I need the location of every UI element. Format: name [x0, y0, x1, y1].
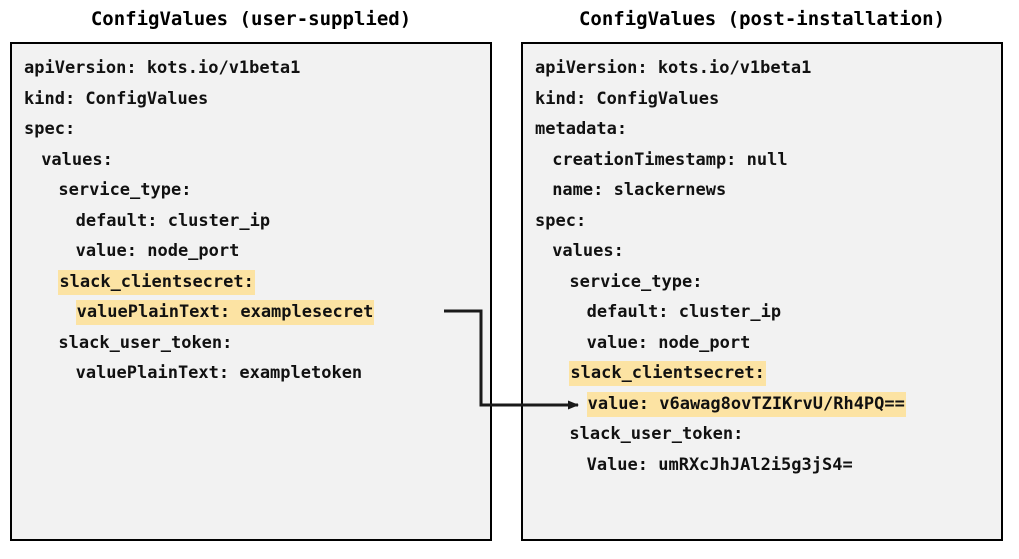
code-line: default: cluster_ip: [75, 210, 271, 231]
code-line: value: v6awag8ovTZIKrvU/Rh4PQ==: [586, 391, 906, 417]
left-panel-code: apiVersion: kots.io/v1beta1 kind: ConfigV…: [12, 44, 490, 539]
code-line-highlight: slack_clientsecret:: [58, 269, 255, 295]
code-line: values:: [41, 149, 113, 170]
code-line-highlight: slack_clientsecret:: [569, 361, 766, 386]
code-line: values:: [552, 241, 624, 261]
code-line: service_type:: [58, 180, 192, 200]
code-line: spec:: [535, 210, 587, 231]
code-line: slack_user_token:: [569, 424, 744, 444]
code-line: creationTimestamp: null: [552, 149, 788, 170]
code-line: slack_user_token:: [58, 332, 233, 353]
left-panel-title: ConfigValues (user-supplied): [90, 8, 412, 30]
code-line: slack_clientsecret:: [569, 361, 766, 386]
right-panel-title: ConfigValues (post-installation): [578, 8, 946, 30]
code-line: name: slackernews: [552, 180, 727, 200]
code-line: value: node_port: [75, 241, 240, 261]
code-line: kind: ConfigValues: [535, 88, 720, 109]
left-panel-box: apiVersion: kots.io/v1beta1 kind: ConfigV…: [10, 42, 492, 541]
code-line-highlight: valuePlainText: examplesecret: [75, 300, 375, 325]
code-line: value: node_port: [586, 332, 751, 353]
code-line: metadata:: [535, 119, 628, 139]
right-panel-box: apiVersion: kots.io/v1beta1 kind: ConfigV…: [521, 42, 1003, 541]
code-line: default: cluster_ip: [586, 302, 782, 322]
right-panel-code: apiVersion: kots.io/v1beta1 kind: ConfigV…: [523, 44, 1001, 539]
code-line: apiVersion: kots.io/v1beta1: [535, 58, 812, 78]
code-line: slack_clientsecret:: [58, 269, 255, 295]
code-line: spec:: [24, 119, 76, 139]
code-line-highlight: value: v6awag8ovTZIKrvU/Rh4PQ==: [586, 391, 906, 417]
code-line: valuePlainText: examplesecret: [75, 300, 375, 325]
code-line: kind: ConfigValues: [24, 88, 209, 109]
code-line: Value: umRXcJhJAl2i5g3jS4=: [586, 454, 853, 475]
code-line: apiVersion: kots.io/v1beta1: [24, 58, 301, 78]
code-line: service_type:: [569, 271, 703, 292]
code-line: valuePlainText: exampletoken: [75, 363, 363, 383]
